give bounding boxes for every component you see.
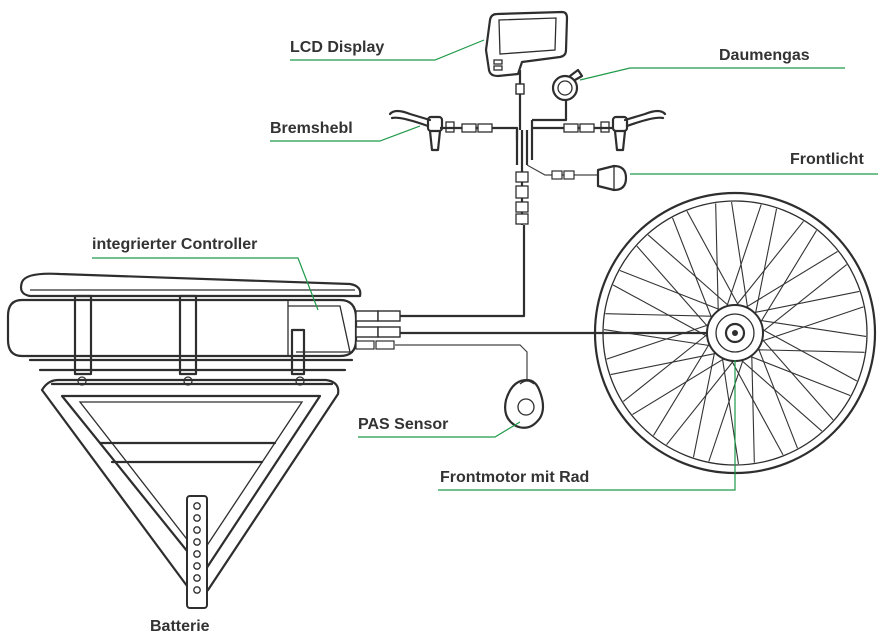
wheel-spoke: [606, 323, 711, 360]
wheel-spoke: [757, 319, 867, 338]
label-controller: integrierter Controller: [92, 236, 257, 253]
wheel-spoke: [636, 245, 710, 329]
front-light-icon: [596, 164, 628, 192]
wheel-spoke: [715, 203, 719, 314]
wheel-spoke: [760, 337, 834, 421]
wheel-spoke: [743, 251, 838, 310]
wheel-spoke: [692, 349, 716, 458]
leader-frontmotor: [438, 360, 736, 491]
label-lcd-display: LCD Display: [290, 39, 384, 56]
label-bremshebl: Bremshebl: [270, 120, 353, 137]
wheel-spoke: [751, 352, 755, 463]
label-frontlicht: Frontlicht: [790, 151, 864, 168]
wheel-spoke: [730, 358, 784, 456]
wheel-spoke: [734, 220, 804, 308]
battery-rack-icon: [6, 272, 401, 609]
wheel-spoke: [760, 264, 848, 334]
label-batterie: Batterie: [150, 618, 210, 635]
wheel-spoke: [647, 234, 731, 308]
wheel-spoke: [751, 290, 860, 314]
wiring-harness: [395, 70, 735, 380]
leader-lcd-display: [290, 39, 485, 61]
leader-daumengas: [579, 67, 845, 81]
wheel-spoke: [672, 217, 713, 321]
wheel-spoke: [612, 284, 710, 338]
wheel-spoke: [760, 328, 858, 382]
wheel-spoke: [758, 230, 817, 325]
wheel-spoke: [622, 332, 710, 402]
wheel-spoke: [632, 356, 727, 415]
wheel-spoke: [653, 341, 712, 436]
wheel-spoke: [686, 210, 740, 308]
label-daumengas: Daumengas: [719, 47, 810, 64]
wheel-spoke: [610, 352, 719, 376]
wheel-spoke: [721, 355, 740, 465]
brake-lever-left-icon: [388, 109, 455, 152]
lcd-display-icon: [484, 10, 569, 78]
label-frontmotor: Frontmotor mit Rad: [440, 469, 589, 486]
wheel-spoke: [747, 355, 851, 396]
wheel-spoke: [754, 349, 865, 353]
wheel-spoke: [603, 328, 713, 347]
pas-sensor-icon: [504, 378, 545, 429]
wheel-spoke: [666, 358, 736, 446]
wheel-spoke: [725, 204, 762, 309]
wheel-spoke: [605, 313, 716, 317]
brake-lever-right-icon: [600, 109, 667, 152]
wheel-spoke: [708, 357, 745, 462]
wheel-spoke: [619, 270, 723, 311]
wheel-spoke: [759, 306, 864, 343]
wheel-spoke: [739, 358, 823, 432]
leader-bremshebl: [270, 125, 421, 142]
leader-lines: [92, 39, 878, 491]
leader-controller: [92, 257, 319, 311]
wheel-spoke: [730, 201, 749, 311]
label-pas-sensor: PAS Sensor: [358, 416, 448, 433]
leader-pas: [358, 421, 521, 438]
wheel-spoke: [754, 208, 778, 317]
thumb-throttle-icon: [551, 68, 584, 102]
front-wheel-motor-icon: [593, 191, 877, 475]
wheel-spoke: [757, 345, 798, 449]
